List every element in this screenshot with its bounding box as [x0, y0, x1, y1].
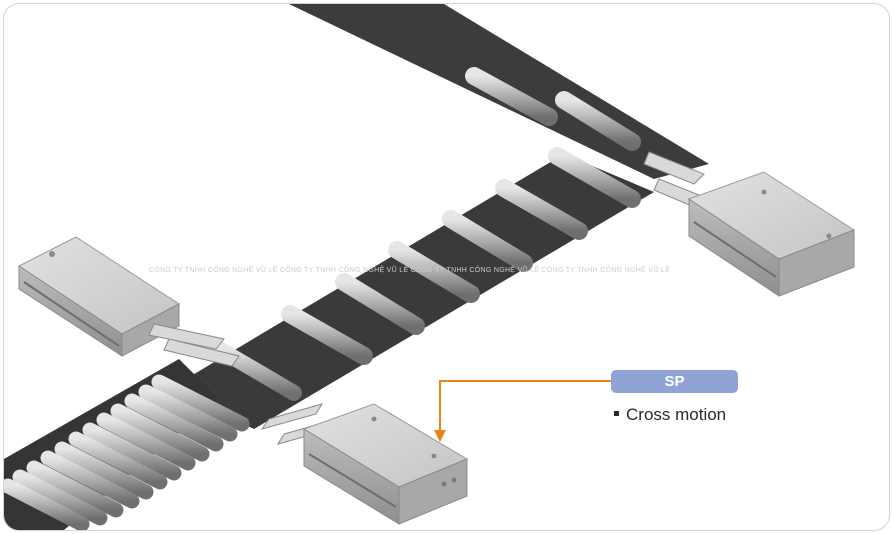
stacked-rollers: [4, 374, 250, 530]
sp-badge: SP: [611, 370, 738, 393]
upper-rollers: [465, 67, 641, 151]
bullet-icon: [614, 411, 619, 417]
watermark-text: CÔNG TY TNHH CÔNG NGHỆ VŨ LÊ CÔNG TY TNH…: [149, 267, 671, 274]
left-gripper: [18, 236, 240, 367]
callout-arrow: [434, 380, 611, 442]
main-belt: [169, 154, 654, 429]
conveyor-illustration: [4, 4, 856, 530]
sp-caption-text: Cross motion: [626, 405, 727, 424]
image-frame: CÔNG TY TNHH CÔNG NGHỆ VŨ LÊ CÔNG TY TNH…: [3, 3, 890, 531]
bottom-gripper: [260, 403, 469, 525]
right-gripper: [643, 151, 856, 297]
sp-caption: Cross motion: [614, 405, 726, 425]
